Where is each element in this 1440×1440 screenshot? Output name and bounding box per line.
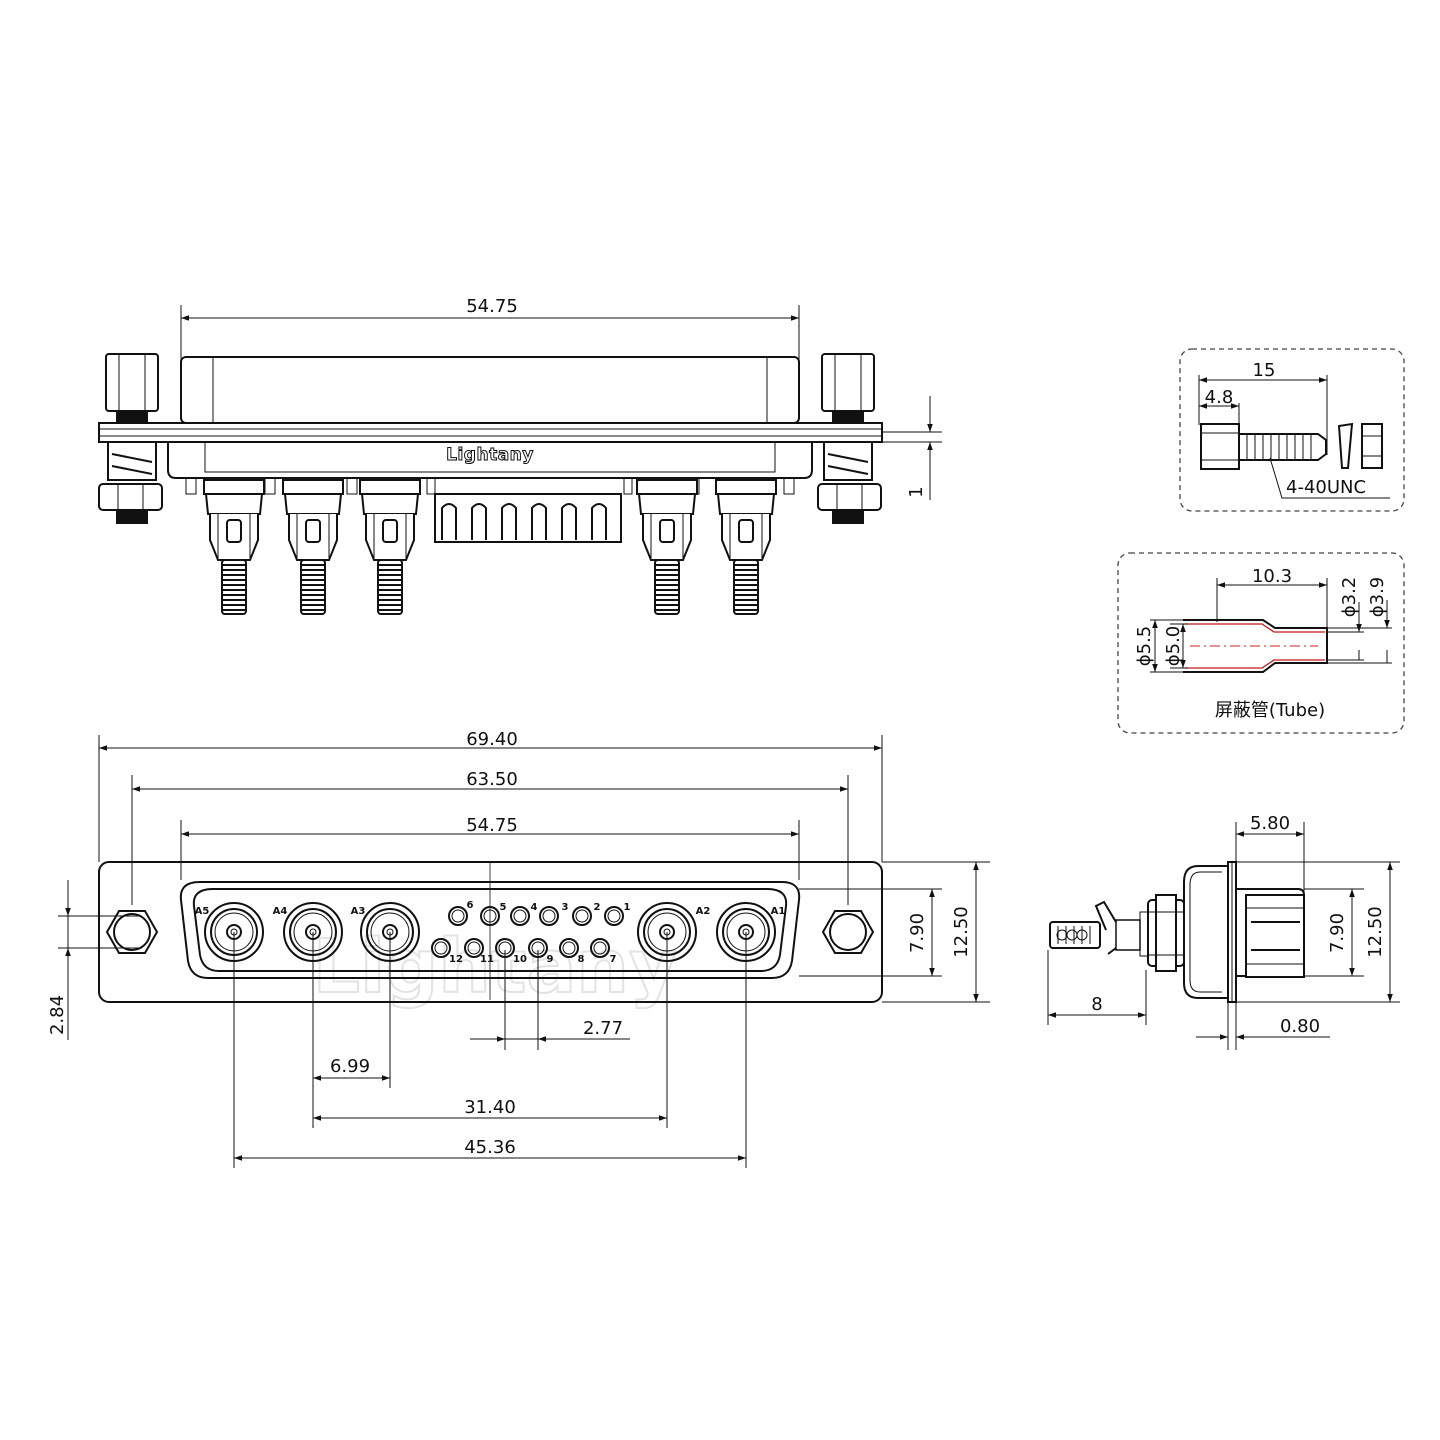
top-view-signal-contacts [434, 493, 622, 543]
signal-contact-8: 8 [559, 938, 585, 965]
signal-label: 6 [467, 900, 474, 911]
signal-contact-5: 5 [480, 902, 507, 926]
coax-contact-a5: A5 [195, 902, 264, 962]
top-width-dim: 54.75 [466, 296, 518, 317]
top-coax-contact [203, 479, 265, 615]
tube-inner-dia-dim: ϕ5.0 [1163, 626, 1184, 667]
screw-length-dim: 15 [1253, 360, 1276, 381]
top-coax-contact [282, 479, 344, 615]
front-signal-contacts: 6 5 4 3 2 1 12 11 10 9 8 7 [431, 900, 631, 965]
jack-screw-right [817, 353, 882, 524]
front-a4-a2-dim: 31.40 [464, 1097, 516, 1118]
signal-label: 7 [610, 954, 617, 965]
coax-label: A2 [696, 906, 711, 917]
signal-label: 10 [513, 954, 527, 965]
signal-label: 12 [449, 954, 463, 965]
coax-label: A4 [273, 906, 288, 917]
brand-watermark: Lightany [313, 924, 677, 1010]
mount-hole-left [105, 910, 159, 954]
signal-label: 9 [547, 954, 554, 965]
top-view-coax-contacts [203, 479, 777, 615]
coax-contact-a1: A1 [716, 902, 786, 962]
tube-caption: 屏蔽管(Tube) [1215, 700, 1325, 721]
front-hole-pitch-dim: 63.50 [466, 769, 518, 790]
side-front-depth-dim: 5.80 [1250, 813, 1290, 834]
tube-outer-dia-dim: ϕ5.5 [1134, 626, 1155, 667]
top-view: 54.75 Lightany [98, 296, 942, 615]
tube-length-dim: 10.3 [1252, 566, 1292, 587]
signal-label: 2 [594, 902, 601, 913]
front-shell-width-dim: 54.75 [466, 815, 518, 836]
tube-tail-outer-dia-dim: ϕ3.9 [1367, 577, 1388, 618]
coax-label: A3 [351, 906, 366, 917]
top-coax-contact [636, 479, 698, 615]
tube-tail-inner-dia-dim: ϕ3.2 [1339, 577, 1360, 618]
tube-detail: 10.3 ϕ5.5 ϕ5.0 ϕ3.2 ϕ3.9 屏蔽管(Tube) [1117, 552, 1405, 734]
front-view: Lightany 69.40 63.50 54.75 A5 A4 A3 A2 A1 [47, 729, 990, 1168]
jack-screw-left [98, 353, 163, 524]
side-flange-thickness-dim: 0.80 [1280, 1016, 1320, 1037]
signal-label: 3 [562, 902, 569, 913]
front-signal-pitch-dim: 2.77 [583, 1018, 623, 1039]
top-coax-contact [359, 479, 421, 615]
signal-label: 1 [624, 902, 631, 913]
front-coax-pitch-dim: 6.99 [330, 1056, 370, 1077]
side-view: 5.80 7.90 12.50 8 0.80 [1047, 813, 1400, 1050]
front-overall-width-dim: 69.40 [466, 729, 518, 750]
front-overall-height-dim: 12.50 [951, 906, 972, 958]
top-flange-thickness-dim: 1 [906, 486, 927, 497]
screw-head-dim: 4.8 [1205, 387, 1234, 408]
signal-label: 5 [500, 902, 507, 913]
signal-contact-3: 3 [539, 902, 569, 926]
signal-contact-1: 1 [604, 902, 631, 926]
front-a5-a1-dim: 45.36 [464, 1137, 516, 1158]
front-shell-height-dim: 7.90 [907, 913, 928, 953]
signal-label: 4 [531, 902, 538, 913]
signal-contact-4: 4 [510, 902, 538, 926]
signal-contact-7: 7 [590, 938, 617, 965]
signal-label: 8 [578, 954, 585, 965]
screw-detail: 15 4.8 4-40UNC [1179, 348, 1405, 512]
side-rear-length-dim: 8 [1091, 994, 1102, 1015]
side-overall-height-dim: 12.50 [1365, 906, 1386, 958]
brand-logo: Lightany [446, 445, 534, 465]
side-shell-height-dim: 7.90 [1327, 913, 1348, 953]
signal-contact-6: 6 [448, 900, 474, 926]
screw-thread-label: 4-40UNC [1286, 477, 1366, 498]
coax-label: A5 [195, 906, 210, 917]
top-coax-contact [715, 479, 777, 615]
mount-hole-right [821, 910, 875, 954]
signal-contact-12: 12 [431, 938, 463, 965]
signal-contact-11: 11 [464, 938, 494, 965]
signal-contact-2: 2 [572, 902, 601, 926]
front-hole-offset-dim: 2.84 [47, 995, 68, 1035]
coax-label: A1 [771, 906, 786, 917]
signal-label: 11 [480, 954, 494, 965]
